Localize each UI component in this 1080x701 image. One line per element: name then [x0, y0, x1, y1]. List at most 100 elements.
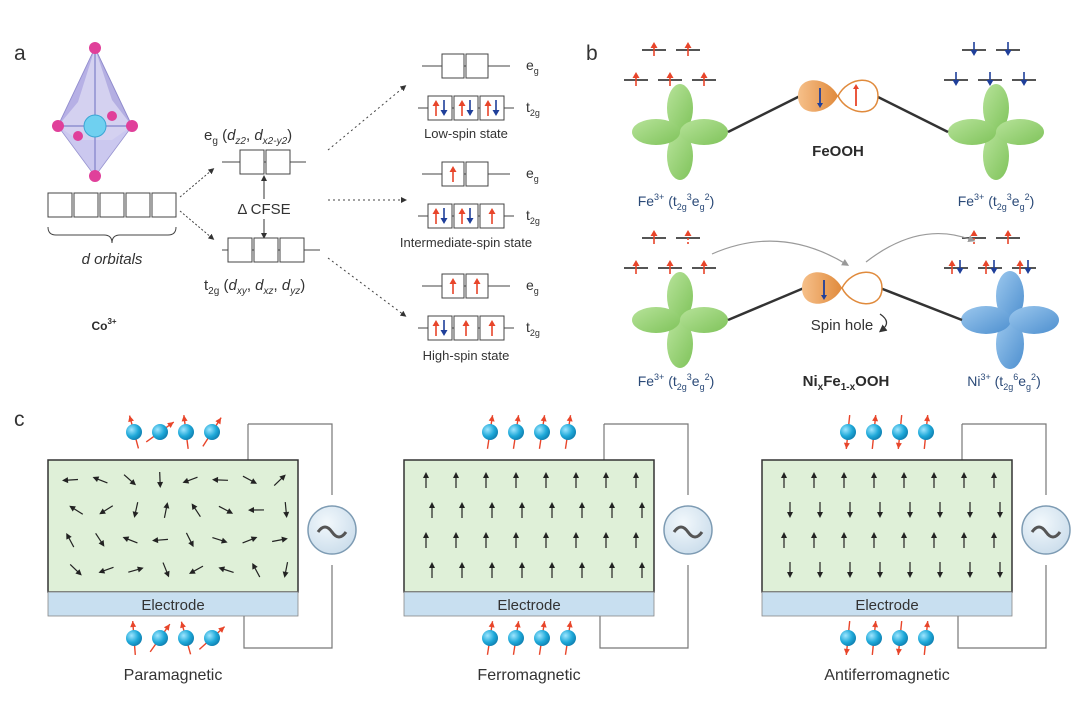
moment-arrow — [967, 502, 973, 518]
moment-arrow — [95, 532, 105, 547]
moment-arrow — [997, 562, 1003, 578]
split-arrow-up — [179, 168, 215, 198]
electron — [866, 621, 882, 655]
spin-hole-label: Spin hole — [811, 317, 874, 334]
electron — [840, 621, 856, 655]
fe-orbital-icon-top-right — [948, 84, 1044, 180]
fe-levels-top-right — [944, 42, 1036, 86]
electrode-label: Electrode — [855, 597, 918, 614]
moment-arrow — [633, 532, 639, 548]
moment-arrow — [877, 562, 883, 578]
electron — [508, 621, 524, 655]
electrode-layer — [761, 591, 1013, 617]
spin-up-arrow — [650, 230, 658, 244]
material-type-label: Antiferromagnetic — [824, 667, 949, 684]
spin-down-arrow — [1020, 72, 1028, 86]
spin-down-arrow — [990, 260, 998, 274]
moment-arrow — [877, 502, 883, 518]
spin-up-arrow — [484, 100, 492, 116]
moment-arrow — [639, 562, 645, 578]
moment-arrow — [841, 472, 847, 488]
intermediate-spin-label: Intermediate-spin state — [400, 235, 532, 250]
moment-arrow — [991, 532, 997, 548]
ni-orbital-icon-bottom — [961, 271, 1059, 369]
moment-arrow — [841, 532, 847, 548]
bond-bottom-left — [727, 286, 805, 322]
spin-up-arrow — [666, 72, 674, 86]
eg-orbitals-label: eg (dz2, dx2-y2) — [204, 127, 292, 147]
spin-down-arrow — [952, 72, 960, 86]
electron-spin-icon — [126, 620, 226, 656]
moment-arrow — [937, 562, 943, 578]
spin-up-arrow — [488, 208, 496, 224]
electron-spin-icon — [840, 415, 934, 449]
moment-arrow — [483, 532, 489, 548]
moment-arrow — [817, 562, 823, 578]
spin-up-arrow — [982, 260, 990, 274]
state-spin-arrows — [432, 100, 500, 336]
spin-up-arrow — [632, 260, 640, 274]
electron — [866, 415, 882, 449]
moment-arrow — [871, 472, 877, 488]
electron — [145, 421, 175, 443]
moment-arrow — [513, 472, 519, 488]
intermediate-spin-eg-label: eg — [526, 165, 539, 184]
ac-source-icon — [1021, 505, 1071, 555]
moment-arrow — [92, 476, 108, 484]
spin-up-arrow — [650, 42, 658, 56]
moment-arrow — [573, 532, 579, 548]
moment-arrow — [489, 502, 495, 518]
panel-letter-a: a — [14, 42, 26, 65]
fe-orbital-icon-top-left — [632, 84, 728, 180]
moment-arrow — [609, 562, 615, 578]
moment-arrow — [519, 562, 525, 578]
moment-arrow — [66, 532, 75, 548]
electron — [149, 623, 171, 653]
moment-arrow — [811, 532, 817, 548]
spin-up-arrow — [432, 320, 440, 336]
moment-arrow — [961, 472, 967, 488]
moment-arrow — [423, 472, 429, 488]
t2g-orbitals-label: t2g (dxy, dxz, dyz) — [204, 277, 305, 297]
moment-arrow — [811, 472, 817, 488]
electron — [126, 620, 142, 656]
spin-down-arrow — [440, 320, 448, 336]
electron — [560, 415, 576, 449]
electron — [892, 415, 908, 449]
electron — [198, 626, 226, 650]
moment-arrow — [847, 562, 853, 578]
magnetic-moment-arrows — [781, 472, 1003, 578]
spin-up-arrow — [700, 72, 708, 86]
low-spin-eg-label: eg — [526, 57, 539, 76]
octahedron-icon — [52, 42, 138, 182]
moment-arrow — [69, 564, 82, 576]
moment-arrow — [242, 475, 258, 484]
moment-arrow — [248, 507, 265, 514]
electrode-label: Electrode — [497, 597, 560, 614]
moment-arrow — [282, 562, 289, 578]
moment-arrow — [847, 502, 853, 518]
to-high-spin-arrow — [327, 257, 407, 317]
spin-up-arrow — [948, 260, 956, 274]
spin-down-arrow — [466, 208, 474, 224]
transfer-arrow-right — [865, 233, 976, 263]
panel-a: a d orbitals Co3+ — [14, 42, 540, 363]
electron — [918, 415, 934, 449]
moment-arrow — [489, 562, 495, 578]
spin-up-arrow — [1004, 230, 1012, 244]
moment-arrow — [609, 502, 615, 518]
moment-arrow — [931, 472, 937, 488]
moment-arrow — [98, 566, 114, 574]
moment-arrow — [633, 472, 639, 488]
low-spin-t2g-label: t2g — [526, 99, 540, 118]
eg-level-boxes — [222, 149, 306, 175]
moment-arrow — [163, 502, 170, 518]
moment-arrow — [817, 502, 823, 518]
spin-down-arrow — [1024, 260, 1032, 274]
moment-arrow — [549, 562, 555, 578]
moment-arrow — [967, 562, 973, 578]
electron — [840, 415, 856, 449]
